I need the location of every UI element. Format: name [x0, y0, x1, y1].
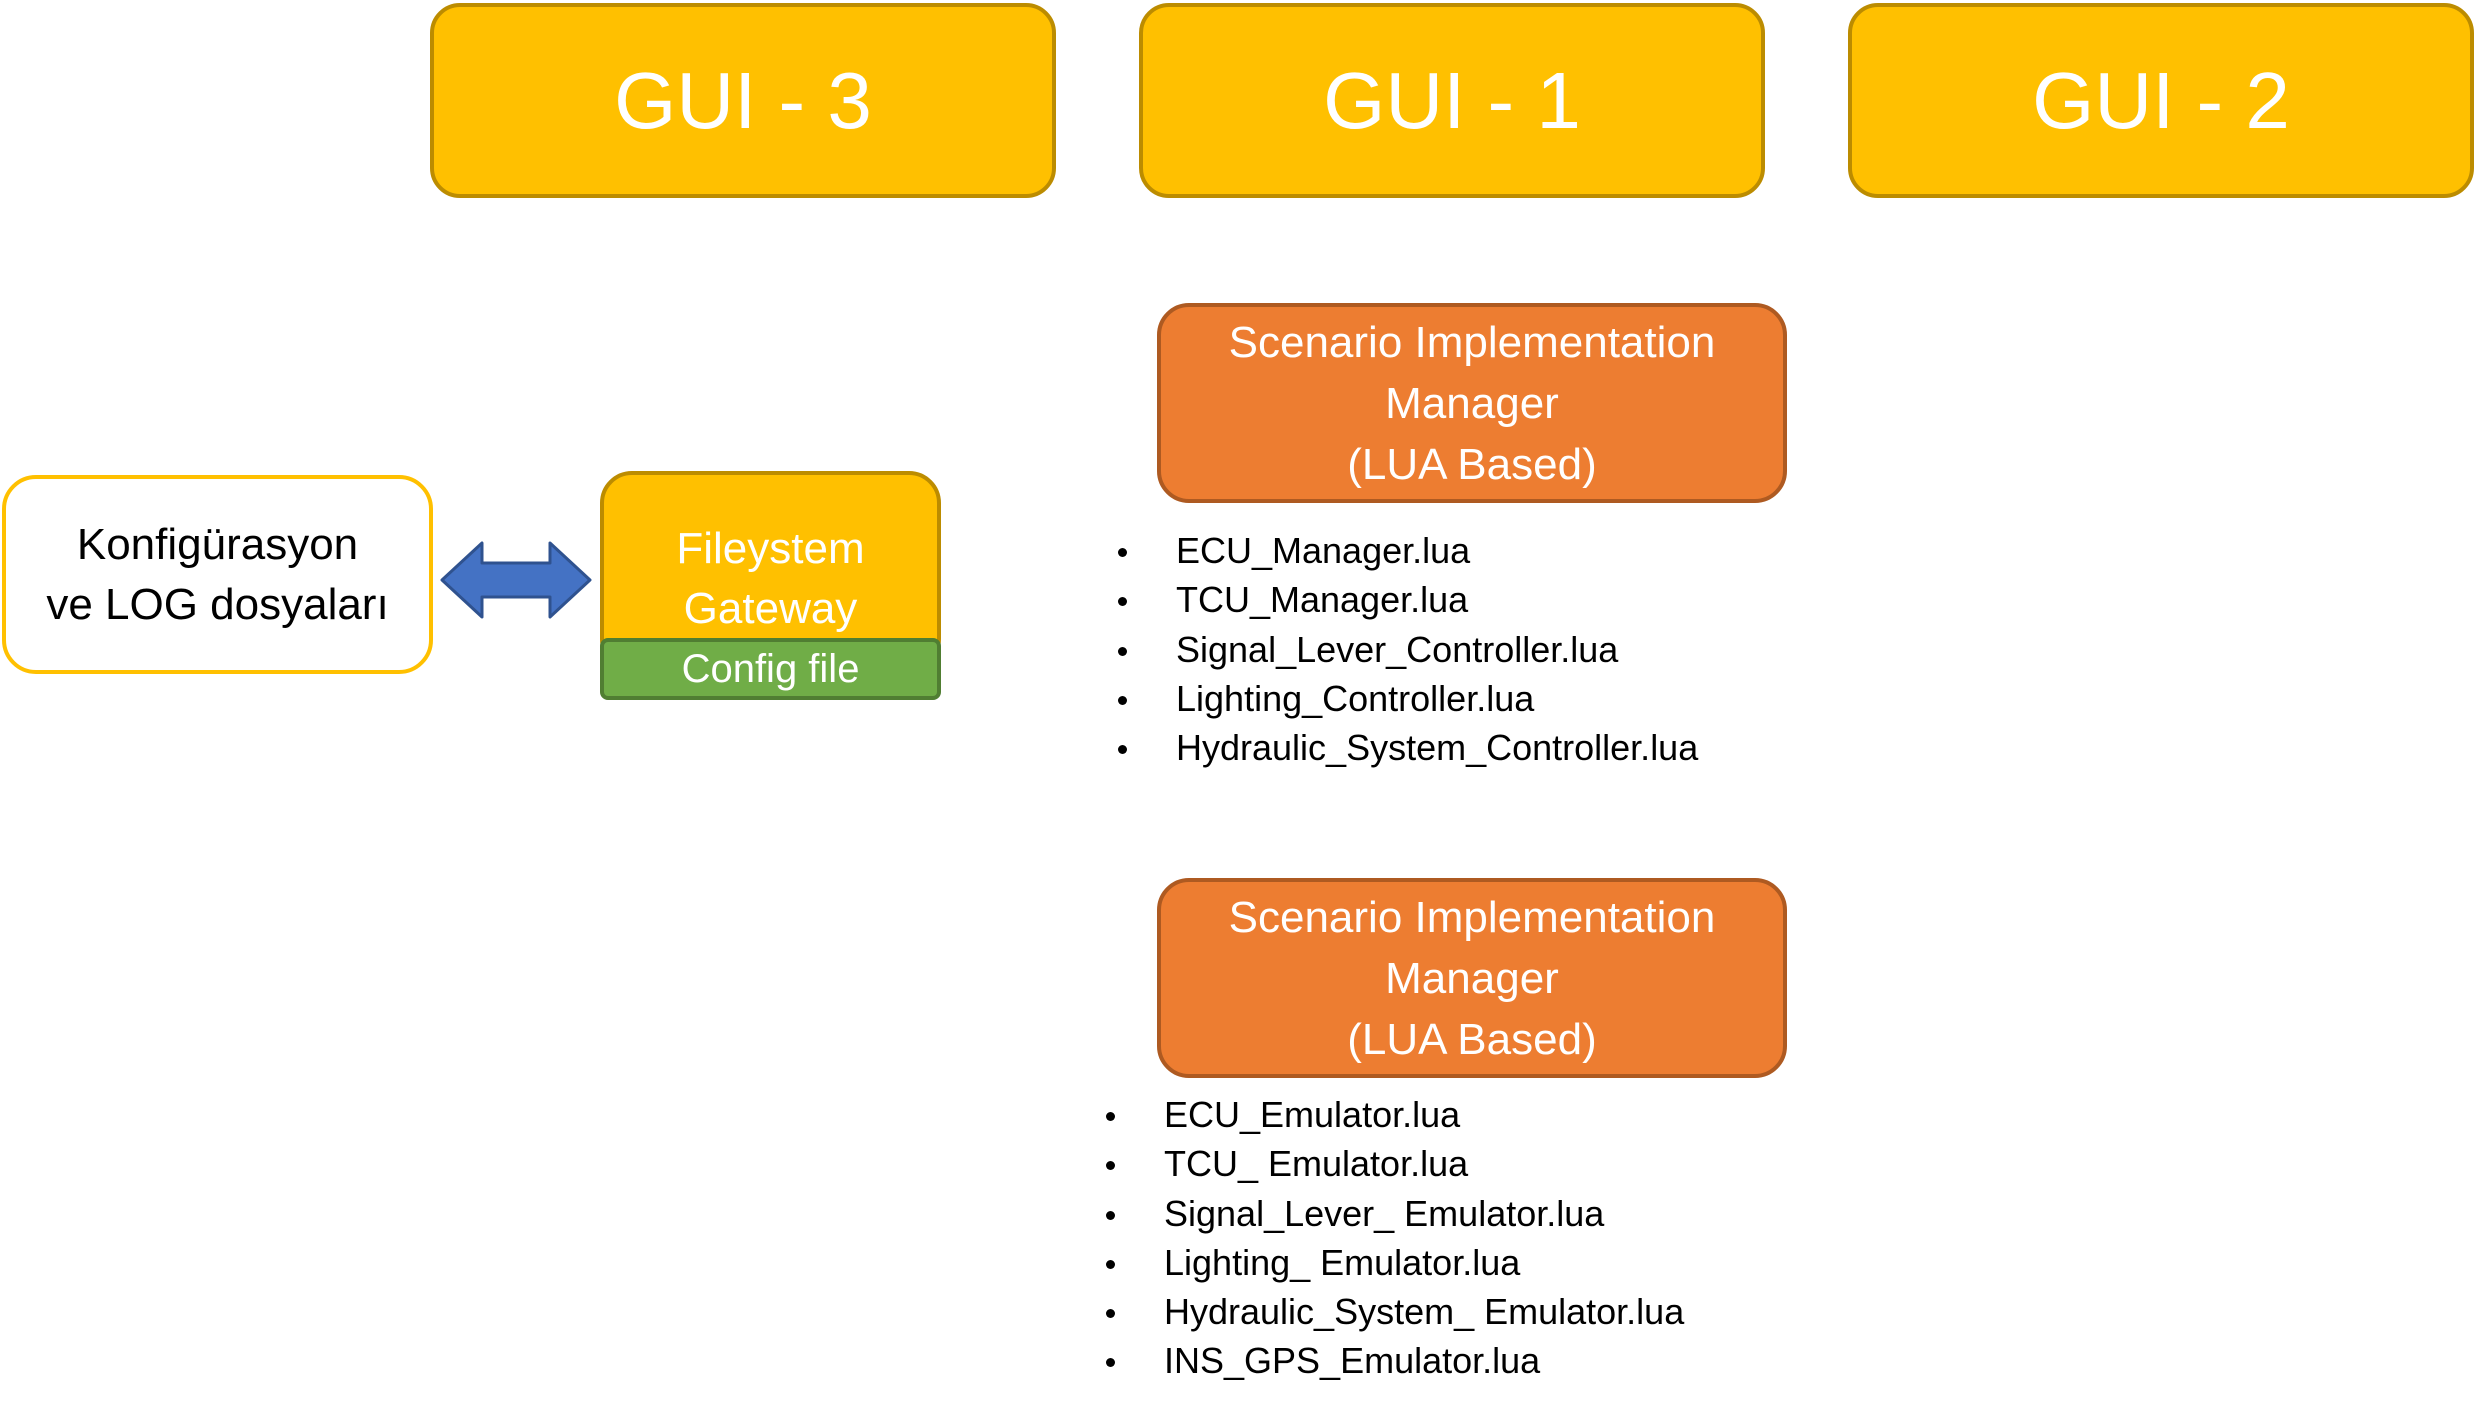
config-logs-label: Konfigürasyon ve LOG dosyaları — [46, 519, 389, 629]
list-item: TCU_Manager.lua — [1114, 575, 1698, 624]
list-item: Hydraulic_System_ Emulator.lua — [1102, 1287, 1684, 1336]
manager-file-list-1: ECU_Manager.lua TCU_Manager.lua Signal_L… — [1114, 526, 1698, 772]
config-file-label: Config file — [681, 646, 860, 691]
gui-1-label: GUI - 1 — [1323, 55, 1581, 145]
list-item: Signal_Lever_Controller.lua — [1114, 625, 1698, 674]
list-item: Lighting_ Emulator.lua — [1102, 1238, 1684, 1287]
gui-3-label: GUI - 3 — [614, 55, 872, 145]
scenario-manager-label: Scenario Implementation Manager (LUA Bas… — [1228, 892, 1716, 1064]
filesystem-gateway-label: Fileystem Gateway — [676, 524, 865, 633]
gui-1-box: GUI - 1 — [1139, 3, 1765, 198]
list-item: Hydraulic_System_Controller.lua — [1114, 723, 1698, 772]
list-item: TCU_ Emulator.lua — [1102, 1139, 1684, 1188]
double-arrow-icon — [440, 541, 592, 619]
filesystem-gateway-box: Fileystem Gateway — [600, 471, 941, 671]
list-item: Lighting_Controller.lua — [1114, 674, 1698, 723]
scenario-manager-box-2: Scenario Implementation Manager (LUA Bas… — [1157, 878, 1787, 1078]
scenario-manager-box-1: Scenario Implementation Manager (LUA Bas… — [1157, 303, 1787, 503]
gui-2-box: GUI - 2 — [1848, 3, 2474, 198]
gui-3-box: GUI - 3 — [430, 3, 1056, 198]
list-item: ECU_Manager.lua — [1114, 526, 1698, 575]
list-item: Signal_Lever_ Emulator.lua — [1102, 1189, 1684, 1238]
list-item: INS_GPS_Emulator.lua — [1102, 1336, 1684, 1385]
gui-2-label: GUI - 2 — [2032, 55, 2290, 145]
config-logs-box: Konfigürasyon ve LOG dosyaları — [2, 475, 433, 674]
scenario-manager-label: Scenario Implementation Manager (LUA Bas… — [1228, 317, 1716, 489]
list-item: ECU_Emulator.lua — [1102, 1090, 1684, 1139]
config-file-box: Config file — [600, 638, 941, 700]
manager-file-list-2: ECU_Emulator.lua TCU_ Emulator.lua Signa… — [1102, 1090, 1684, 1386]
